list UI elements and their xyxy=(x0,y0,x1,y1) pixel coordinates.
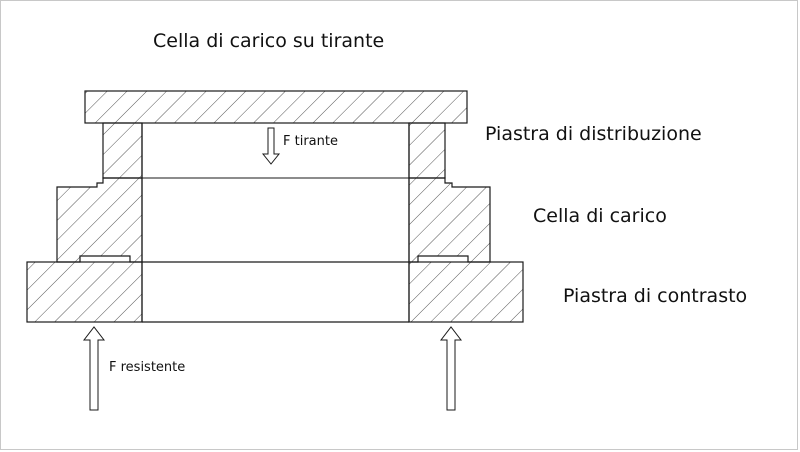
distribution-leg-left xyxy=(102,122,143,179)
label-distribution-plate: Piastra di distribuzione xyxy=(485,123,702,145)
label-contrast-plate: Piastra di contrasto xyxy=(563,285,748,307)
contrast-plate-right xyxy=(408,261,524,323)
load-cell-right xyxy=(408,177,491,263)
diagram-title: Cella di carico su tirante xyxy=(153,30,385,52)
label-force-tie: F tirante xyxy=(283,134,338,149)
resistant-force-arrow-right xyxy=(439,326,463,411)
load-cell-left xyxy=(56,177,143,263)
contrast-plate-left xyxy=(26,261,143,323)
label-load-cell: Cella di carico xyxy=(533,205,667,227)
distribution-plate-top xyxy=(84,90,468,124)
distribution-leg-right xyxy=(408,122,446,179)
label-force-resistant: F resistente xyxy=(109,360,186,375)
resistant-force-arrow-left xyxy=(82,326,106,411)
tie-force-arrow xyxy=(261,127,281,165)
